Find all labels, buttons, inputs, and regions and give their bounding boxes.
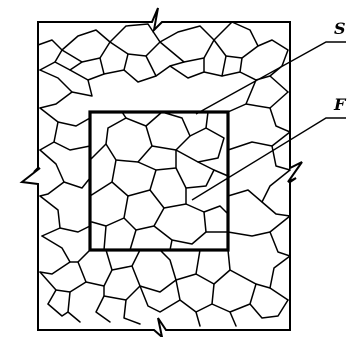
s-label: S [334, 19, 346, 38]
f-label: F [333, 95, 347, 114]
